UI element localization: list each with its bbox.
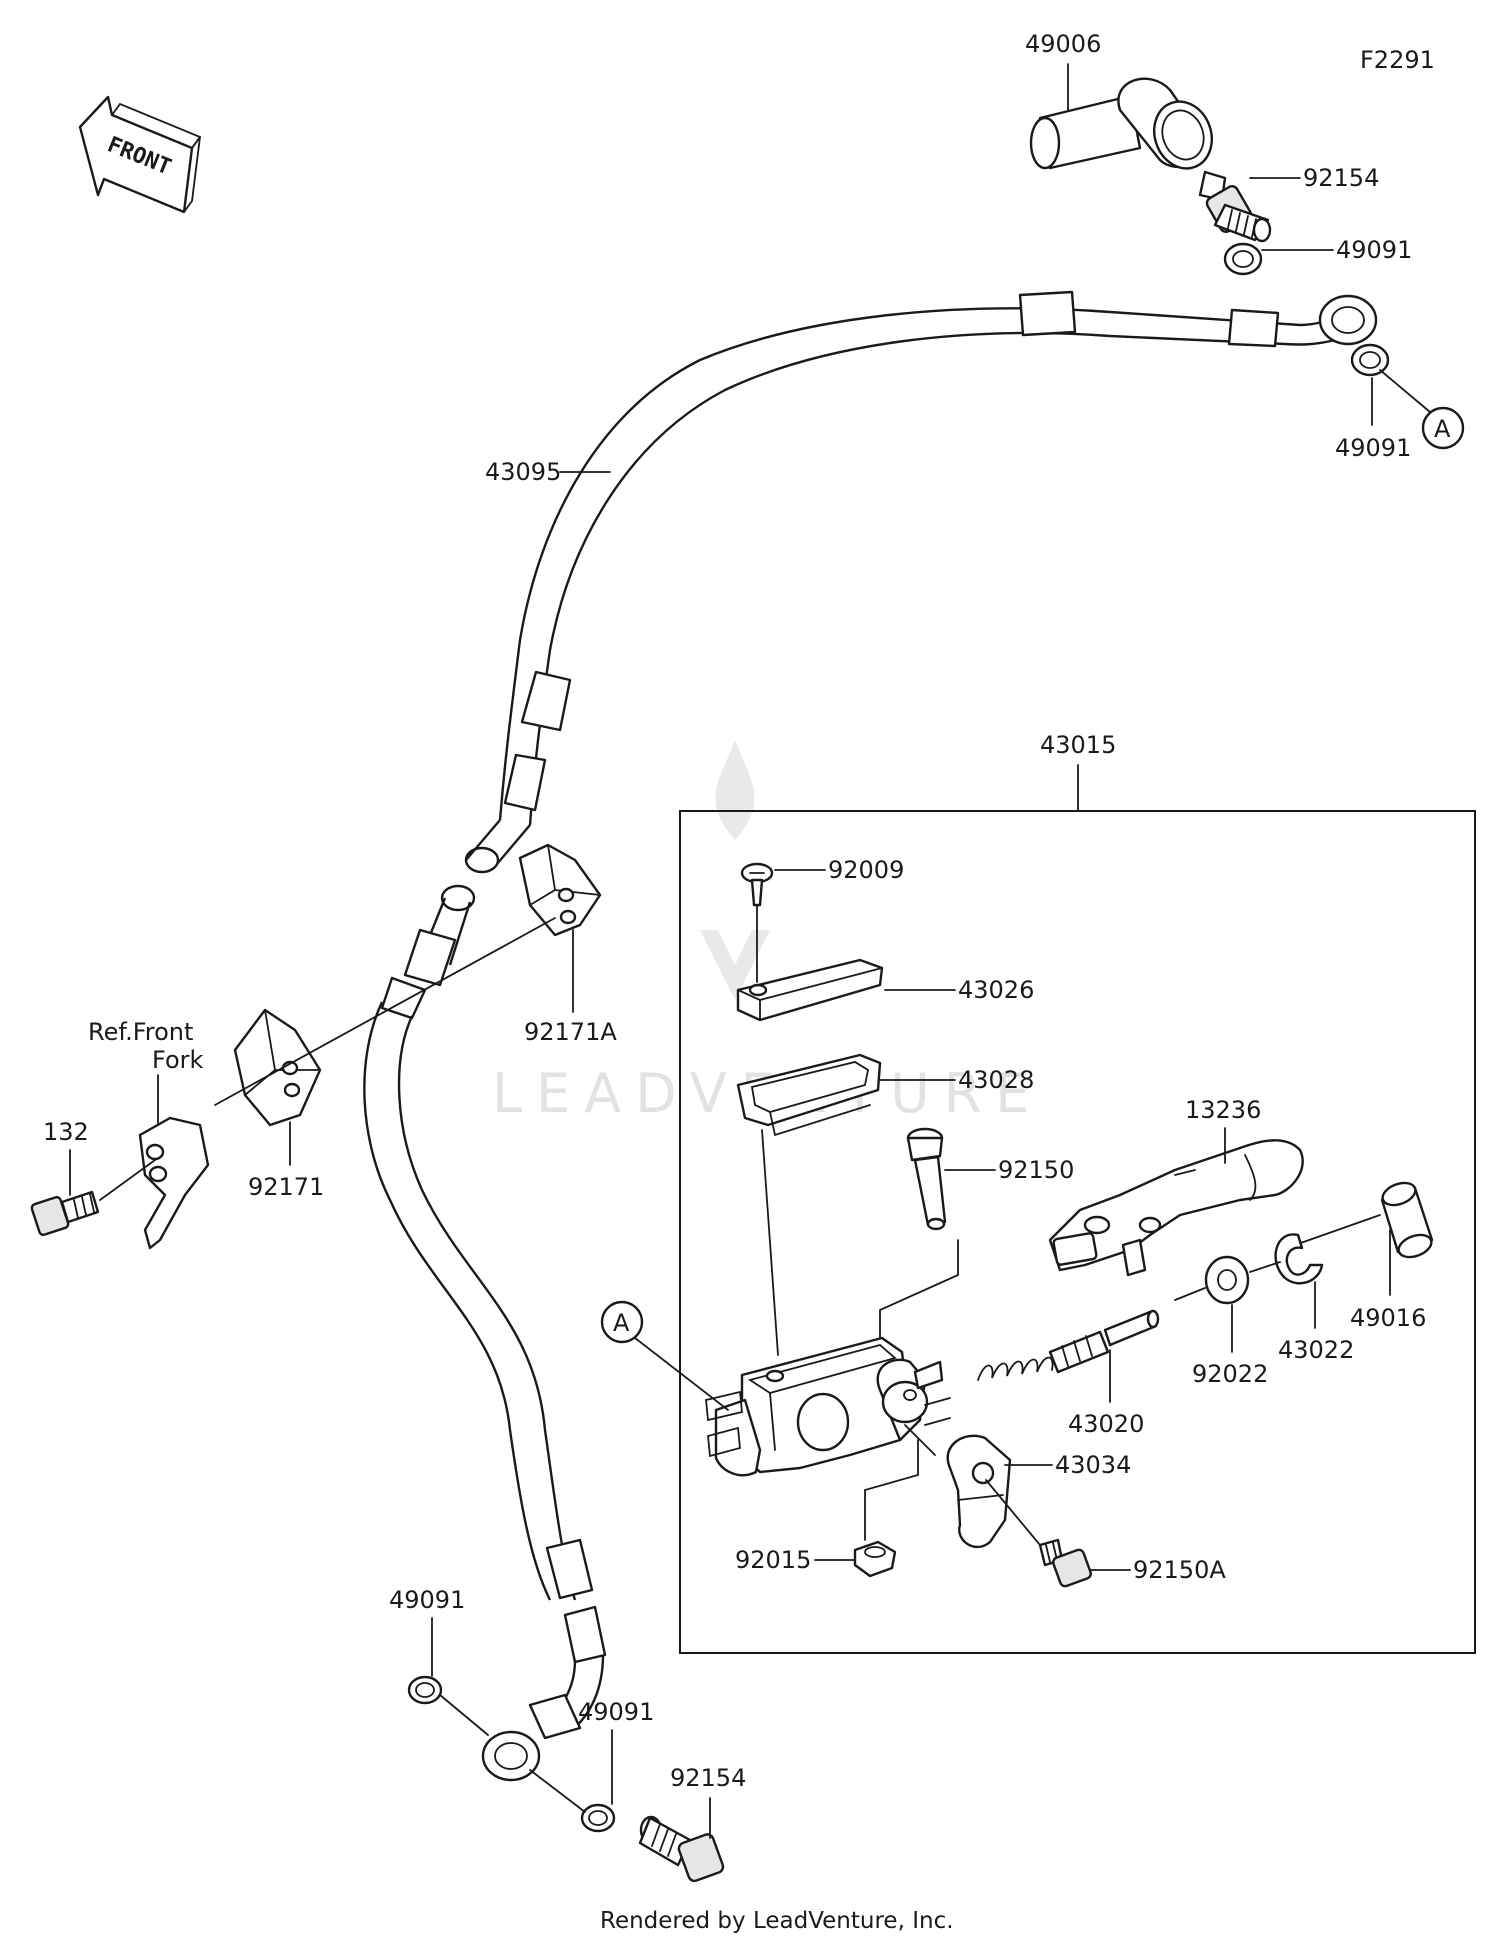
brake-hose-43095[interactable] (363, 290, 1378, 1782)
washer-49091-top2[interactable] (1350, 343, 1390, 377)
label-43020: 43020 (1068, 1410, 1144, 1438)
reservoir-cap-43026[interactable] (736, 958, 884, 1022)
brake-lever-13236[interactable] (1048, 1139, 1304, 1277)
label-49016: 49016 (1350, 1304, 1426, 1332)
label-49006: 49006 (1025, 30, 1101, 58)
ref-front-fork (138, 1116, 210, 1250)
label-92009: 92009 (828, 856, 904, 884)
label-13236: 13236 (1185, 1096, 1261, 1124)
washer-49091-bot1[interactable] (407, 1675, 443, 1705)
bolt-132[interactable] (30, 1190, 100, 1237)
label-43022: 43022 (1278, 1336, 1354, 1364)
circle-marker-a-body: A (600, 1300, 644, 1344)
piston-spring-43020[interactable] (977, 1309, 1160, 1381)
nut-92015[interactable] (853, 1540, 897, 1578)
label-43095: 43095 (485, 458, 561, 486)
diagram-code: F2291 (1360, 46, 1435, 74)
label-49091-bot2: 49091 (578, 1698, 654, 1726)
label-49091-top1: 49091 (1336, 236, 1412, 264)
screw-92009[interactable] (740, 862, 774, 907)
label-49091-top2: 49091 (1335, 434, 1411, 462)
label-43015: 43015 (1040, 731, 1116, 759)
svg-text:A: A (1434, 415, 1451, 443)
banjo-bolt-92154-bot[interactable] (638, 1815, 725, 1883)
label-92154-top: 92154 (1303, 164, 1379, 192)
label-92015: 92015 (735, 1546, 811, 1574)
bolt-92150A[interactable] (1038, 1538, 1092, 1588)
master-cylinder-body[interactable] (705, 1336, 951, 1477)
dust-boot-49016[interactable] (1380, 1179, 1435, 1261)
label-92171A: 92171A (524, 1018, 617, 1046)
label-43026: 43026 (958, 976, 1034, 1004)
clamp-92171[interactable] (233, 1008, 322, 1127)
ref-label-line2: Fork (152, 1046, 204, 1074)
footer-credit: Rendered by LeadVenture, Inc. (600, 1908, 954, 1934)
label-132: 132 (43, 1118, 89, 1146)
diaphragm-43028[interactable] (736, 1053, 882, 1137)
label-92154-bot: 92154 (670, 1764, 746, 1792)
label-92171: 92171 (248, 1173, 324, 1201)
washer-49091-top1[interactable] (1223, 242, 1263, 276)
label-92150: 92150 (998, 1156, 1074, 1184)
pivot-bolt-92150[interactable] (906, 1127, 947, 1231)
clamp-92171A[interactable] (518, 843, 602, 937)
label-49091-bot1: 49091 (389, 1586, 465, 1614)
circle-marker-a-top: A (1421, 406, 1465, 450)
washer-92022[interactable] (1204, 1255, 1250, 1305)
label-43028: 43028 (958, 1066, 1034, 1094)
label-92022: 92022 (1192, 1360, 1268, 1388)
label-43034: 43034 (1055, 1451, 1131, 1479)
banjo-bolt-92154-top[interactable] (1198, 170, 1272, 243)
ref-label-line1: Ref.Front (88, 1018, 193, 1046)
bleeder-cap-49006[interactable] (1029, 77, 1221, 177)
svg-text:A: A (613, 1309, 630, 1337)
front-arrow-icon: FRONT (78, 95, 202, 214)
washer-49091-bot2[interactable] (580, 1803, 616, 1833)
label-92150A: 92150A (1133, 1556, 1226, 1584)
circlip-43022[interactable] (1274, 1233, 1324, 1285)
clamp-holder-43034[interactable] (946, 1434, 1012, 1549)
